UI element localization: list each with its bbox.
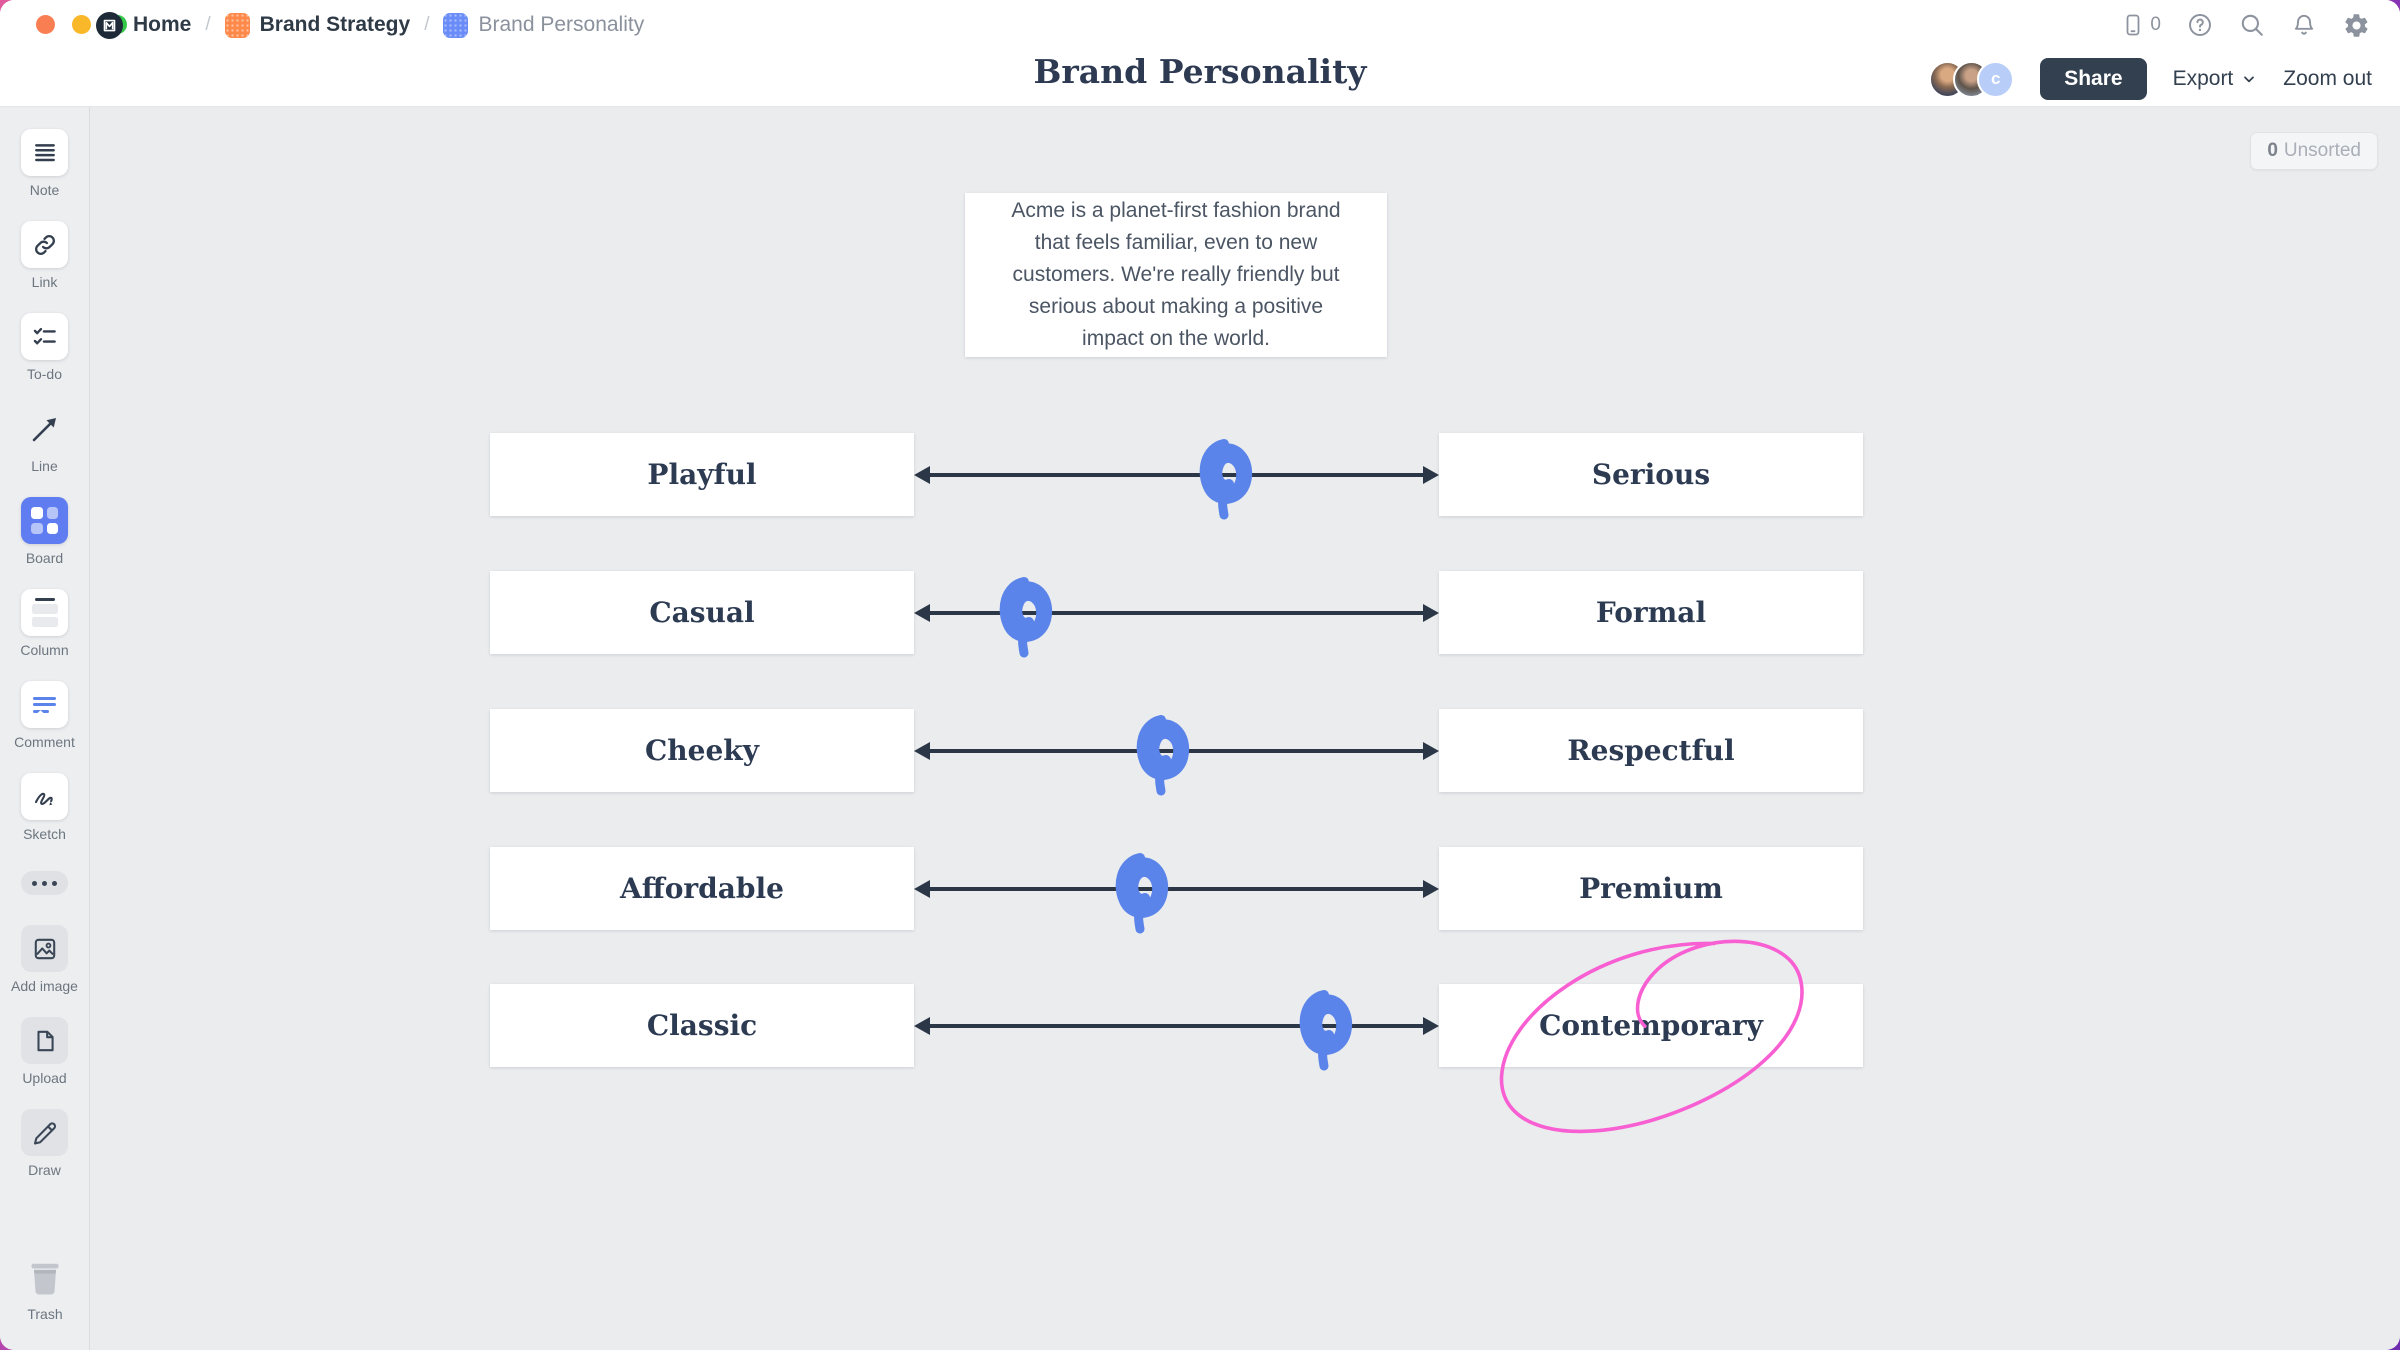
header-actions: c Share Export Zoom out bbox=[1929, 58, 2372, 100]
todo-icon bbox=[21, 313, 68, 360]
note-icon bbox=[21, 129, 68, 176]
blue-board-icon bbox=[443, 12, 469, 38]
breadcrumb-brand-strategy-label: Brand Strategy bbox=[259, 13, 411, 36]
comment-icon bbox=[21, 681, 68, 728]
breadcrumb-home[interactable]: Home bbox=[96, 11, 192, 39]
scale-left-card[interactable]: Playful bbox=[490, 433, 914, 516]
tool-sidebar: Note Link To-do Line Board bbox=[0, 107, 90, 1350]
scale-right-card[interactable]: Contemporary bbox=[1439, 984, 1863, 1067]
more-tools-button[interactable] bbox=[21, 871, 68, 895]
scale-row-classic-contemporary: Classic Contemporary bbox=[490, 984, 1863, 1067]
zoom-out-button[interactable]: Zoom out bbox=[2283, 67, 2372, 90]
scale-right-card[interactable]: Formal bbox=[1439, 571, 1863, 654]
tool-sketch[interactable]: Sketch bbox=[21, 773, 68, 842]
breadcrumb: Home / Brand Strategy / Brand Personalit… bbox=[96, 8, 644, 42]
scale-marker-scribble[interactable] bbox=[1293, 985, 1355, 1073]
column-icon bbox=[21, 589, 68, 636]
scale-row-playful-serious: Playful Serious bbox=[490, 433, 1863, 516]
tool-draw[interactable]: Draw bbox=[21, 1109, 68, 1178]
tool-todo[interactable]: To-do bbox=[21, 313, 68, 382]
sketch-icon bbox=[21, 773, 68, 820]
add-image-icon bbox=[21, 925, 68, 972]
scale-marker-scribble[interactable] bbox=[1109, 848, 1171, 936]
gear-icon bbox=[2345, 13, 2368, 37]
tool-upload[interactable]: Upload bbox=[21, 1017, 68, 1086]
help-button[interactable] bbox=[2187, 12, 2213, 38]
tool-board[interactable]: Board bbox=[21, 497, 68, 566]
orange-board-icon bbox=[224, 12, 250, 38]
tool-comment[interactable]: Comment bbox=[14, 681, 75, 750]
brand-note-text: Acme is a planet-first fashion brand tha… bbox=[1011, 199, 1341, 350]
unsorted-count: 0 bbox=[2267, 140, 2278, 161]
tool-link[interactable]: Link bbox=[21, 221, 68, 290]
scale-marker-scribble[interactable] bbox=[993, 572, 1055, 660]
mobile-uploads-count: 0 bbox=[2150, 14, 2161, 35]
draw-pencil-icon bbox=[21, 1109, 68, 1156]
scale-row-casual-formal: Casual Formal bbox=[490, 571, 1863, 654]
scale-row-cheeky-respectful: Cheeky Respectful bbox=[490, 709, 1863, 792]
export-label: Export bbox=[2172, 67, 2234, 90]
breadcrumb-separator: / bbox=[205, 14, 211, 35]
share-button[interactable]: Share bbox=[2040, 58, 2147, 100]
link-icon bbox=[21, 221, 68, 268]
scale-right-card[interactable]: Serious bbox=[1439, 433, 1863, 516]
settings-button[interactable] bbox=[2343, 12, 2370, 39]
help-icon bbox=[2189, 14, 2211, 36]
tool-note[interactable]: Note bbox=[21, 129, 68, 198]
search-icon bbox=[2241, 14, 2263, 36]
breadcrumb-brand-strategy[interactable]: Brand Strategy bbox=[224, 12, 411, 38]
unsorted-label: Unsorted bbox=[2283, 140, 2361, 161]
trash-dropzone[interactable]: Trash bbox=[0, 1256, 90, 1322]
upload-file-icon bbox=[21, 1017, 68, 1064]
avatar[interactable]: c bbox=[1977, 60, 2015, 98]
top-icon-cluster: 0 bbox=[2121, 0, 2370, 50]
breadcrumb-brand-personality-label: Brand Personality bbox=[478, 13, 645, 36]
scale-right-card[interactable]: Respectful bbox=[1439, 709, 1863, 792]
scale-marker-scribble[interactable] bbox=[1130, 710, 1192, 798]
breadcrumb-home-label: Home bbox=[133, 13, 192, 36]
bell-icon bbox=[2294, 14, 2314, 35]
avatar-initial: c bbox=[1990, 69, 2001, 88]
page-title: Brand Personality bbox=[1033, 52, 1367, 91]
minimize-window-button[interactable] bbox=[72, 15, 91, 34]
breadcrumb-brand-personality[interactable]: Brand Personality bbox=[443, 12, 645, 38]
chevron-down-icon bbox=[2244, 76, 2255, 83]
notifications-button[interactable] bbox=[2291, 12, 2317, 38]
brand-note-card[interactable]: Acme is a planet-first fashion brand tha… bbox=[965, 193, 1387, 357]
close-window-button[interactable] bbox=[36, 15, 55, 34]
scale-left-card[interactable]: Cheeky bbox=[490, 709, 914, 792]
collaborator-avatars[interactable]: c bbox=[1929, 60, 2015, 98]
tool-line[interactable]: Line bbox=[21, 405, 68, 474]
export-button[interactable]: Export bbox=[2173, 67, 2258, 91]
line-arrow-icon bbox=[21, 405, 68, 452]
scale-marker-scribble[interactable] bbox=[1193, 434, 1255, 522]
top-bar: Home / Brand Strategy / Brand Personalit… bbox=[0, 0, 2400, 107]
trash-icon bbox=[31, 1263, 59, 1295]
board-icon bbox=[21, 497, 68, 544]
scale-row-affordable-premium: Affordable Premium bbox=[490, 847, 1863, 930]
scale-left-card[interactable]: Casual bbox=[490, 571, 914, 654]
scale-left-card[interactable]: Affordable bbox=[490, 847, 914, 930]
scale-left-card[interactable]: Classic bbox=[490, 984, 914, 1067]
mobile-uploads-button[interactable]: 0 bbox=[2121, 13, 2161, 37]
phone-icon bbox=[2127, 14, 2140, 36]
milanote-logo-icon bbox=[96, 11, 123, 39]
tool-add-image[interactable]: Add image bbox=[11, 925, 78, 994]
breadcrumb-separator: / bbox=[424, 14, 430, 35]
search-button[interactable] bbox=[2239, 12, 2265, 38]
tool-column[interactable]: Column bbox=[20, 589, 69, 658]
scale-right-card[interactable]: Premium bbox=[1439, 847, 1863, 930]
